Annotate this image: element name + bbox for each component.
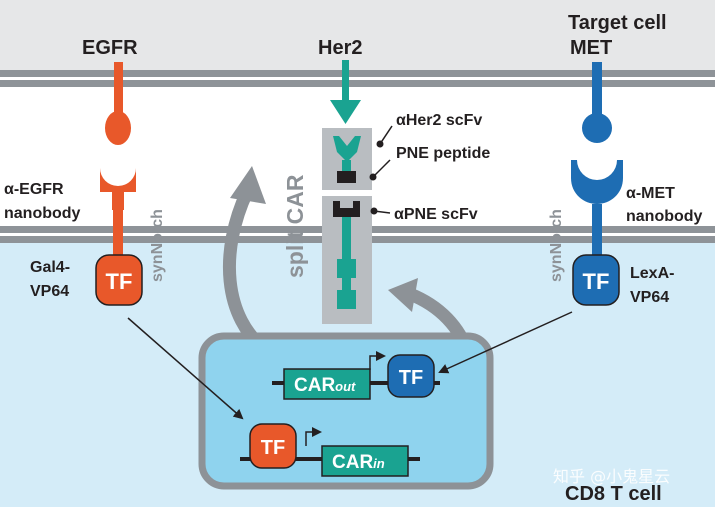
pne-peptide-label: PNE peptide bbox=[396, 145, 490, 162]
tf-left-gal4: TF bbox=[95, 254, 143, 306]
synnotch-left-stalk bbox=[113, 210, 123, 262]
alpha-met-label: α-MET bbox=[626, 185, 675, 202]
alpha-pne-scfv bbox=[333, 201, 360, 217]
split-car-label: split CAR bbox=[282, 174, 308, 278]
car-in-gene: TF CARin bbox=[240, 423, 420, 477]
egfr-label: EGFR bbox=[82, 37, 138, 59]
met-antigen bbox=[582, 62, 612, 143]
synnotch-left-label: synNotch bbox=[149, 209, 166, 282]
target-cell-membrane bbox=[0, 70, 715, 87]
her2-label: Her2 bbox=[318, 37, 362, 59]
watermark: 知乎 @小鬼星云 bbox=[553, 467, 670, 486]
alpha-her2-scfv bbox=[333, 136, 361, 160]
tf-right-label: TF bbox=[583, 269, 610, 294]
synnotch-right-label: synNotch bbox=[548, 209, 565, 282]
synnotch-right-stalk bbox=[592, 204, 602, 260]
target-cell-label: Target cell bbox=[568, 12, 667, 34]
gal4-to-car-in-arrow bbox=[127, 317, 244, 420]
alpha-her2-scfv-label: αHer2 scFv bbox=[396, 112, 482, 129]
gal4-vp64-label: VP64 bbox=[30, 283, 69, 300]
tf-car-out-label: TF bbox=[399, 367, 423, 389]
alpha-egfr-label: α-EGFR bbox=[4, 181, 64, 198]
car-in-label: CARin bbox=[332, 452, 385, 473]
split-car-receptor-chain bbox=[337, 217, 356, 309]
lexa-label: LexA- bbox=[630, 265, 674, 282]
lexa-to-car-out-arrow bbox=[438, 311, 573, 374]
alpha-met-nanobody bbox=[571, 160, 623, 204]
car-out-gene: TF CARout bbox=[272, 351, 440, 400]
cd8-t-cell-label: CD8 T cell bbox=[565, 483, 662, 505]
tf-left-label: TF bbox=[106, 269, 133, 294]
alpha-egfr-nanobody-label: nanobody bbox=[4, 205, 81, 222]
tf-right-lexa: TF bbox=[572, 254, 620, 306]
lexa-vp64-label: VP64 bbox=[630, 289, 669, 306]
alpha-egfr-nanobody bbox=[100, 168, 136, 210]
alpha-pne-scfv-label: αPNE scFv bbox=[394, 206, 478, 223]
pne-peptide bbox=[337, 171, 356, 183]
her2-antigen-arrow bbox=[330, 60, 361, 124]
egfr-antigen bbox=[105, 62, 131, 145]
tf-car-in-label: TF bbox=[261, 437, 285, 459]
met-label: MET bbox=[570, 37, 612, 59]
scfv-linker bbox=[342, 160, 351, 173]
alpha-met-nanobody-label: nanobody bbox=[626, 208, 703, 225]
car-out-label: CARout bbox=[294, 375, 356, 396]
callout-lines bbox=[369, 125, 393, 215]
gal4-label: Gal4- bbox=[30, 259, 70, 276]
